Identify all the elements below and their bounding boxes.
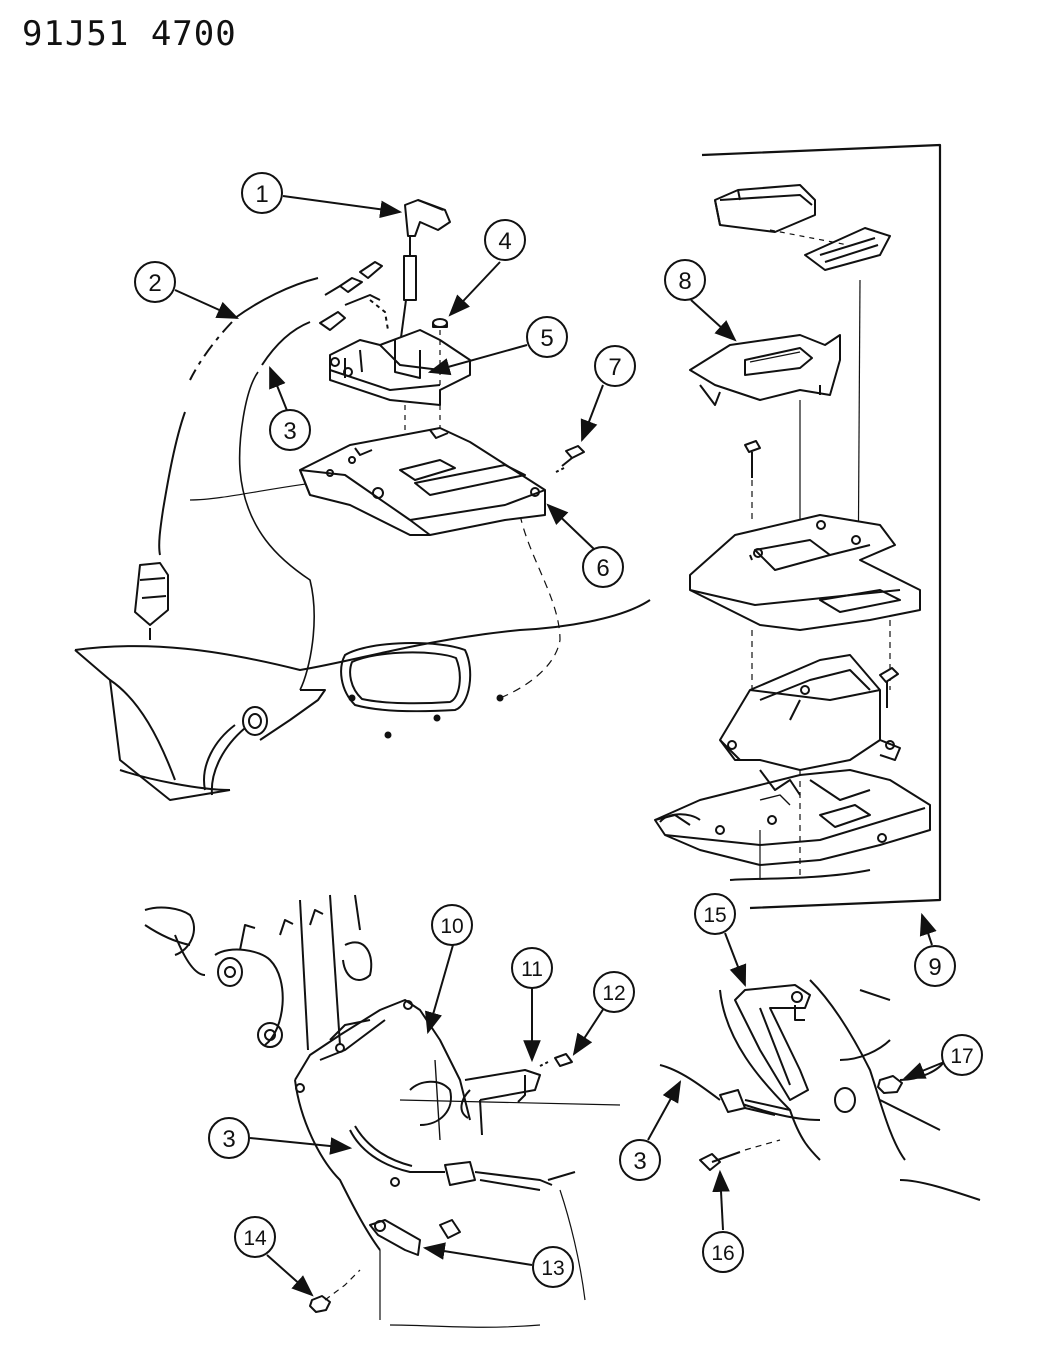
callout-17: 17 [941,1034,983,1076]
callout-2-label: 2 [148,270,161,297]
callout-3-mid-label: 3 [222,1126,235,1153]
callout-1-label: 1 [255,181,268,208]
callout-5: 5 [526,316,568,358]
drawing-code: 91J51 4700 [22,14,237,54]
callout-9: 9 [914,945,956,987]
callout-3-mid: 3 [208,1117,250,1159]
callout-14-label: 14 [243,1227,267,1250]
callout-11: 11 [511,947,553,989]
callout-13-label: 13 [541,1257,564,1280]
callout-7-label: 7 [608,354,621,381]
callout-8: 8 [664,259,706,301]
callout-5-label: 5 [540,325,553,352]
callout-16-label: 16 [711,1242,734,1265]
callout-17-label: 17 [950,1045,973,1068]
callout-16: 16 [702,1231,744,1273]
callout-14: 14 [234,1216,276,1258]
callout-2: 2 [134,261,176,303]
transmission-linkage [144,894,621,1328]
floor-shifter-assembly [74,199,651,801]
callout-13: 13 [532,1246,574,1288]
leader-lines [174,195,955,1297]
callout-3-top: 3 [269,409,311,451]
callout-10: 10 [431,904,473,946]
callout-4-label: 4 [498,228,511,255]
callout-8-label: 8 [678,268,691,295]
callout-11-label: 11 [521,958,543,981]
transmission-bracket [659,979,981,1201]
callout-9-label: 9 [928,954,941,981]
callout-3-top-label: 3 [283,418,296,445]
callout-15: 15 [694,893,736,935]
console-assembly [654,143,942,910]
callout-15-label: 15 [703,904,726,927]
callout-6: 6 [582,546,624,588]
callout-3-right: 3 [619,1139,661,1181]
callout-7: 7 [594,345,636,387]
callout-4: 4 [484,219,526,261]
callout-12-label: 12 [602,982,625,1005]
callout-6-label: 6 [596,555,609,582]
callouts: 1 2 3 4 5 6 7 8 9 10 11 12 3 13 14 15 17… [134,172,983,1288]
callout-12: 12 [593,971,635,1013]
callout-1: 1 [241,172,283,214]
callout-3-right-label: 3 [633,1148,646,1175]
callout-10-label: 10 [440,915,463,938]
